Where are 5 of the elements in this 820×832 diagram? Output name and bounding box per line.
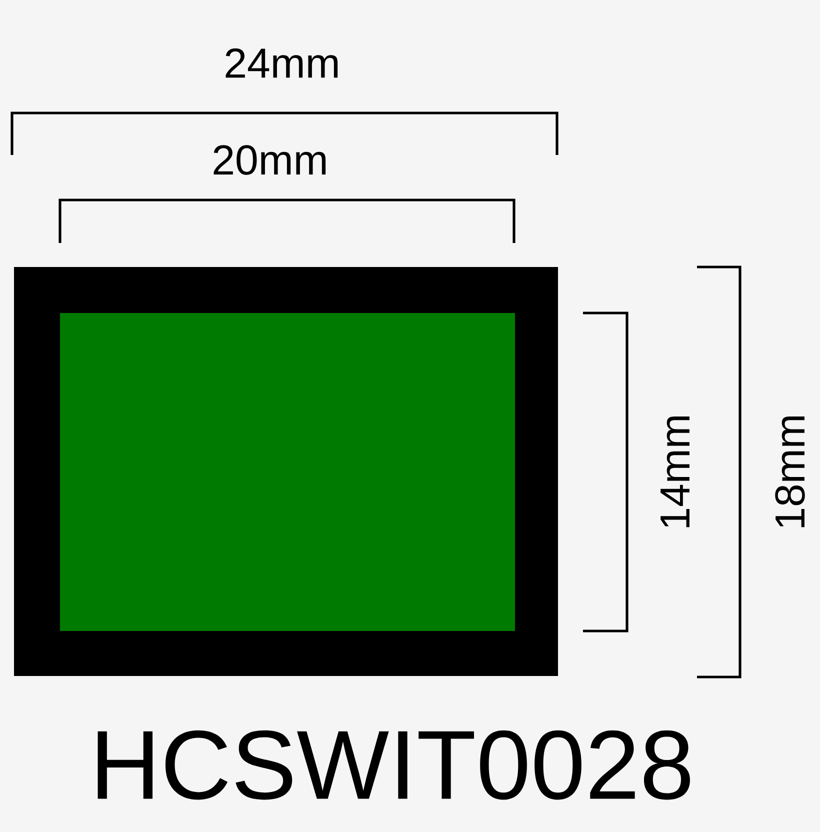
dimension-label: 20mm xyxy=(214,145,326,175)
part-number: HCSWIT0028 xyxy=(98,730,690,800)
dimension-label: 18mm xyxy=(775,416,805,528)
dimension-label: 24mm xyxy=(226,48,338,78)
dimension-label: 14mm xyxy=(660,416,690,528)
